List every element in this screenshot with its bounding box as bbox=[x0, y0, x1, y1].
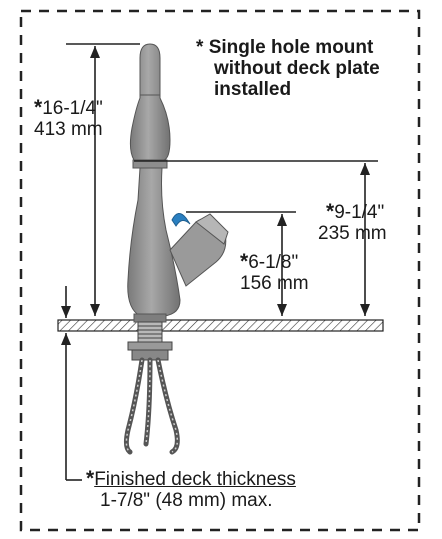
deck-surface bbox=[57, 319, 384, 332]
total-height-label: *16-1/4" 413 mm bbox=[34, 96, 103, 140]
note-line-2: without deck plate bbox=[214, 57, 380, 79]
spout-height-label: *9-1/4" 235 mm bbox=[318, 200, 387, 244]
deck-thickness-label: *Finished deck thickness 1-7/8" (48 mm) … bbox=[86, 467, 296, 511]
total-height-imperial: 16-1/4" bbox=[42, 98, 103, 119]
installation-note: * Single hole mount without deck plate i… bbox=[196, 37, 380, 101]
deck-thickness-value: 1-7/8" (48 mm) max. bbox=[100, 489, 273, 511]
dashed-border bbox=[19, 9, 421, 532]
spout-height-metric: 235 mm bbox=[318, 222, 387, 244]
handle-height-metric: 156 mm bbox=[240, 272, 309, 294]
faucet-illustration bbox=[123, 43, 229, 455]
total-height-metric: 413 mm bbox=[34, 118, 103, 140]
spout-height-imperial: 9-1/4" bbox=[334, 202, 385, 223]
note-line-1: * Single hole mount bbox=[196, 37, 374, 58]
dimension-lines bbox=[65, 43, 378, 481]
dimension-arrowheads bbox=[61, 46, 370, 345]
note-line-3: installed bbox=[214, 78, 292, 100]
handle-height-label: *6-1/8" 156 mm bbox=[240, 250, 309, 294]
handle-height-imperial: 6-1/8" bbox=[248, 252, 299, 273]
deck-thickness-title: Finished deck thickness bbox=[94, 469, 296, 490]
